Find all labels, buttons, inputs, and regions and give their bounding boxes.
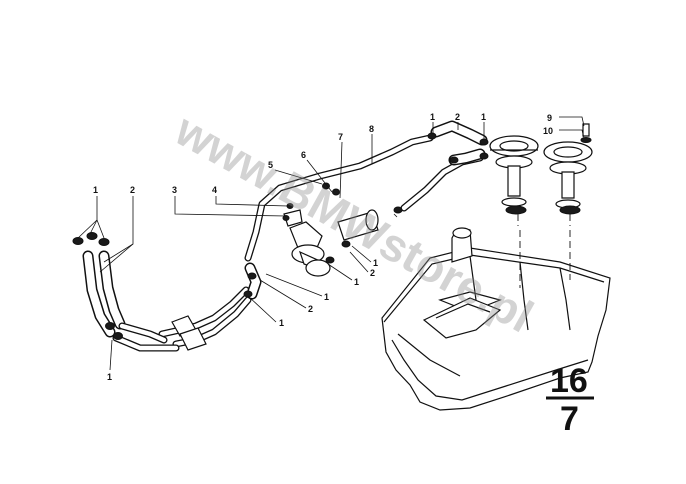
fuel-tank	[381, 227, 611, 411]
callout-leaders	[77, 116, 585, 371]
callout-1-top-right: 1	[481, 112, 486, 122]
callout-labels: 1 2 3 4 5 6 7 8 1 2 1 9 10 1 1 2 1 1 2 1	[93, 112, 553, 382]
group-number-bottom: 7	[560, 400, 579, 438]
group-number-top: 16	[550, 362, 588, 400]
callout-5: 5	[268, 160, 273, 170]
fuel-pump	[283, 209, 379, 277]
callout-3: 3	[172, 185, 177, 195]
callout-7: 7	[338, 132, 343, 142]
fuel-filter-lower	[179, 327, 207, 351]
callout-1-pump-right: 1	[373, 258, 378, 268]
callout-4: 4	[212, 185, 217, 195]
callout-8: 8	[369, 124, 374, 134]
group-number: 16 7	[546, 362, 594, 438]
tank-sender-right	[543, 123, 593, 226]
callout-9: 9	[547, 113, 552, 123]
callout-1-mid-lower: 1	[279, 318, 284, 328]
callout-2-left-hoses: 2	[130, 185, 135, 195]
callout-2-top: 2	[455, 112, 460, 122]
callout-6: 6	[301, 150, 306, 160]
callout-1-mid: 1	[324, 292, 329, 302]
callout-1-pump: 1	[354, 277, 359, 287]
callout-1-bottom: 1	[107, 372, 112, 382]
callout-2-pump: 2	[370, 268, 375, 278]
tank-sender-left	[489, 135, 539, 226]
callout-10: 10	[543, 126, 553, 136]
callout-1-left-clamps: 1	[93, 185, 98, 195]
callout-1-top: 1	[430, 112, 435, 122]
callout-2-mid: 2	[308, 304, 313, 314]
